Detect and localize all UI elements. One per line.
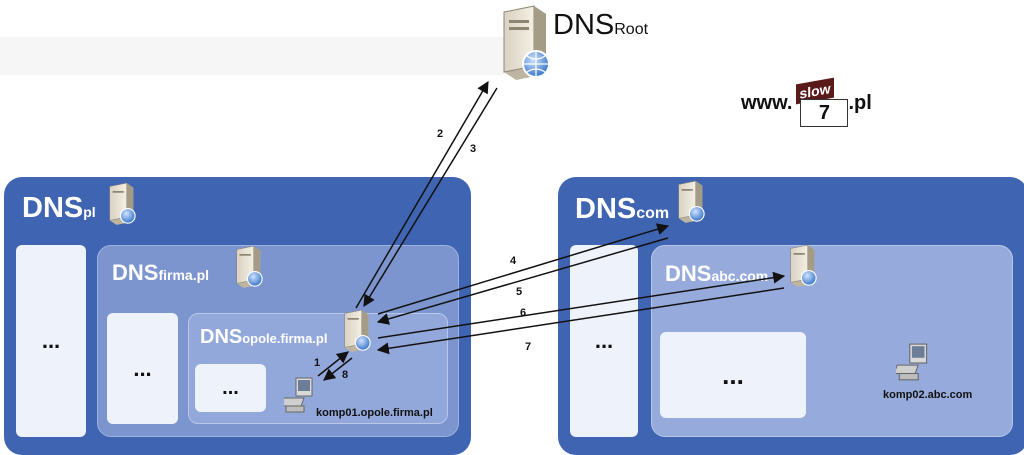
arrow-5 [376, 237, 669, 325]
placeholder-box-com: ... [570, 245, 638, 437]
label-main: DNS [665, 261, 712, 286]
placeholder-box-firma: ... [107, 313, 178, 424]
logo-badge-bottom: 7 [800, 99, 849, 127]
label-dns-root: DNSRoot [553, 9, 648, 42]
server-icon-abc [790, 244, 817, 287]
label-main: DNS [22, 192, 84, 224]
arrow-6 [377, 271, 786, 339]
arrow-8 [323, 357, 353, 381]
host-label-komp02: komp02.abc.com [883, 389, 973, 401]
edge-label-1: 1 [314, 357, 320, 369]
label-main: DNS [575, 193, 637, 225]
edge-label-6: 6 [520, 307, 526, 319]
server-icon-firma [236, 245, 263, 288]
label-dns-com: DNScom [575, 193, 669, 226]
arrow-2 [355, 80, 489, 309]
arrow-1 [317, 351, 349, 377]
placeholder-text: ... [722, 359, 744, 390]
computer-icon-komp02 [896, 343, 928, 381]
label-main: DNS [200, 326, 243, 348]
computer-icon-komp01 [284, 377, 313, 413]
edge-label-3: 3 [470, 143, 476, 155]
placeholder-box-opole: ... [195, 364, 266, 412]
logo-badge: slow 7 [794, 77, 849, 127]
arrow-4 [377, 223, 670, 315]
edge-label-4: 4 [510, 255, 517, 267]
placeholder-box-abc: ... [660, 332, 806, 418]
label-suffix: firma.pl [158, 267, 210, 283]
logo-suffix: .pl [848, 91, 872, 114]
edge-label-7: 7 [525, 341, 531, 353]
label-dns-firma-pl: DNSfirma.pl [112, 260, 209, 286]
server-icon-root [503, 5, 550, 80]
arrow-7 [376, 287, 785, 355]
host-label-komp01: komp01.opole.firma.pl [316, 407, 433, 419]
placeholder-text: ... [222, 376, 239, 399]
label-dns-pl: DNSpl [22, 192, 96, 225]
placeholder-text: ... [594, 328, 614, 353]
edge-label-2: 2 [437, 128, 443, 140]
label-dns-abc-com: DNSabc.com [665, 261, 768, 287]
placeholder-text: ... [41, 328, 61, 353]
label-suffix: pl [83, 204, 96, 220]
edge-label-5: 5 [516, 286, 522, 298]
server-icon-pl [109, 182, 136, 225]
placeholder-text: ... [133, 355, 152, 381]
edge-label-8: 8 [342, 369, 348, 381]
slow7-logo: www. slow 7 .pl [741, 77, 872, 127]
label-suffix: com [636, 205, 670, 222]
label-suffix: opole.firma.pl [242, 331, 328, 346]
logo-prefix: www. [741, 91, 793, 114]
placeholder-box-pl: ... [16, 245, 86, 437]
label-suffix: Root [614, 21, 649, 38]
label-main: DNS [112, 260, 159, 285]
server-icon-com [678, 180, 705, 223]
server-icon-opole [344, 309, 371, 352]
label-dns-opole-firma-pl: DNSopole.firma.pl [200, 326, 327, 349]
arrow-3 [363, 87, 498, 308]
label-main: DNS [553, 9, 615, 41]
background-band [0, 37, 540, 75]
